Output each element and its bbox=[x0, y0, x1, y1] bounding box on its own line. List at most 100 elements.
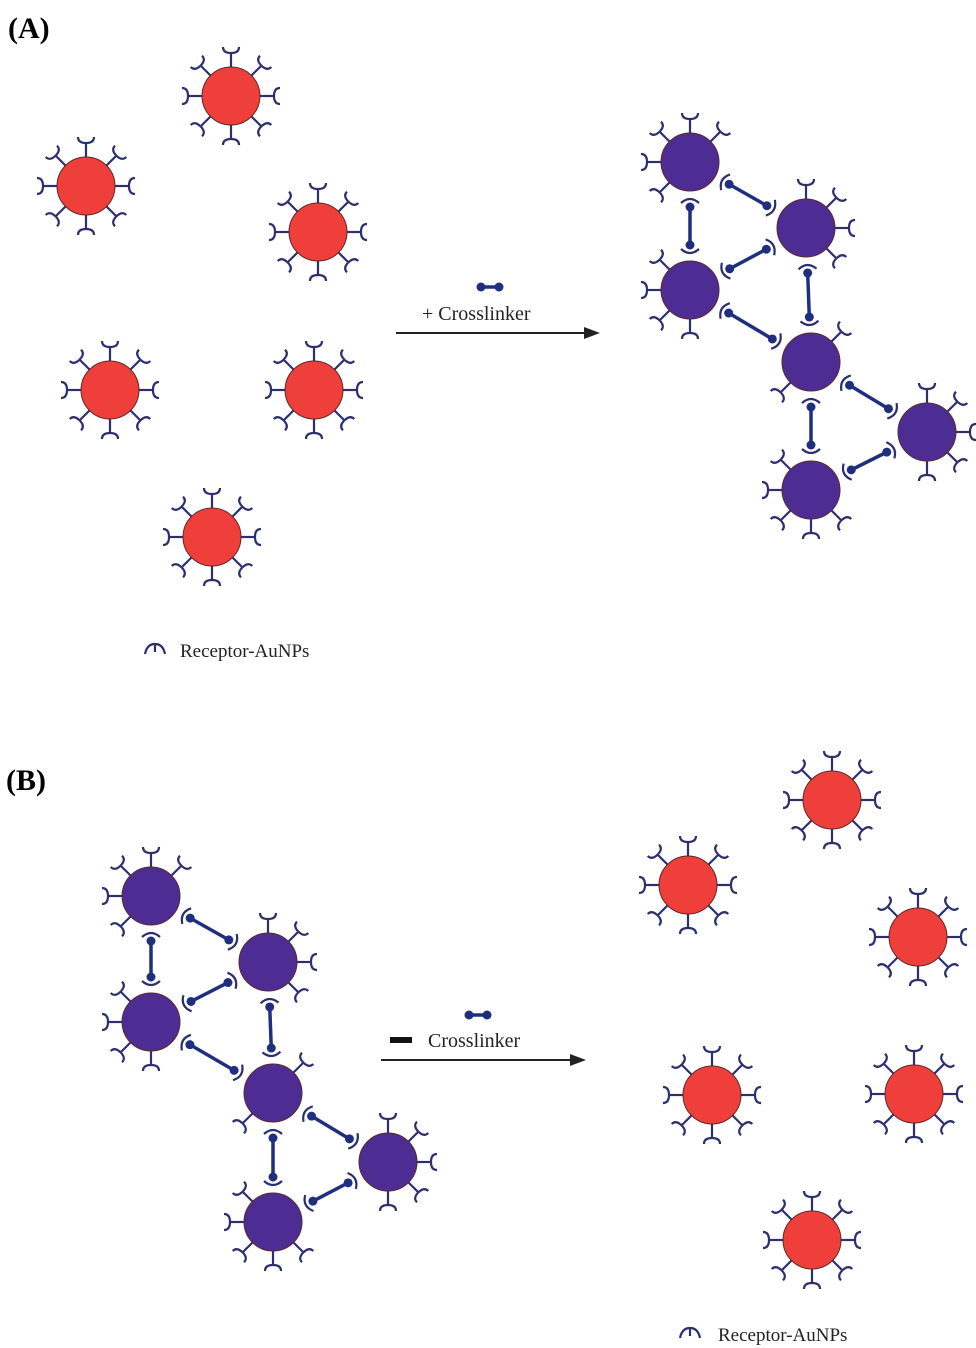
crosslinker-dumbbell-icon bbox=[303, 1171, 358, 1213]
receptor-y-icon bbox=[333, 409, 356, 432]
receptor-y-icon bbox=[831, 1259, 854, 1282]
receptor-y-icon bbox=[129, 348, 152, 371]
receptor-y-icon bbox=[287, 981, 310, 1004]
gold-nanoparticle-aggregated bbox=[761, 448, 853, 540]
receptor-y-icon bbox=[790, 819, 813, 842]
receptor-y-icon bbox=[162, 527, 183, 547]
receptor-y-icon bbox=[417, 1152, 438, 1172]
receptor-y-icon bbox=[170, 854, 193, 877]
panel-b-reaction-step: Crosslinker bbox=[381, 1010, 586, 1066]
receptor-y-icon bbox=[268, 222, 289, 242]
receptor-y-icon bbox=[851, 758, 874, 781]
receptor-y-icon bbox=[841, 1230, 862, 1250]
receptor-y-icon bbox=[109, 1041, 132, 1064]
receptor-y-icon bbox=[276, 190, 299, 213]
crosslinker-dumbbell-icon bbox=[141, 931, 161, 987]
crosslinker-dumbbell-icon bbox=[801, 397, 821, 455]
receptor-y-icon bbox=[822, 829, 842, 850]
receptor-y-icon bbox=[796, 178, 816, 199]
receptor-y-icon bbox=[680, 319, 700, 340]
gold-nanoparticle-dispersed bbox=[60, 340, 160, 440]
receptor-y-icon bbox=[731, 1053, 754, 1076]
receptor-y-icon bbox=[662, 1085, 683, 1105]
receptor-y-icon bbox=[648, 181, 671, 204]
receptor-y-icon bbox=[702, 1124, 722, 1145]
receptor-y-icon bbox=[678, 1326, 702, 1339]
receptor-y-icon bbox=[308, 261, 328, 282]
panel-a-dispersed-particles bbox=[36, 46, 368, 587]
receptor-y-icon bbox=[129, 409, 152, 432]
receptor-y-icon bbox=[189, 54, 212, 77]
receptor-y-icon bbox=[241, 527, 262, 547]
gold-nanoparticle-aggregated bbox=[231, 1051, 315, 1135]
receptor-y-icon bbox=[223, 1212, 244, 1232]
receptor-y-icon bbox=[292, 1241, 315, 1264]
receptor-y-icon bbox=[272, 409, 295, 432]
crosslinker-dumbbell-icon bbox=[263, 1128, 283, 1187]
receptor-y-icon bbox=[769, 448, 792, 471]
receptor-y-icon bbox=[802, 1269, 822, 1290]
crosslinker-dumbbell-icon bbox=[259, 997, 282, 1058]
receptor-y-icon bbox=[646, 904, 669, 927]
receptor-y-icon bbox=[76, 215, 96, 236]
gold-nanoparticle-dispersed bbox=[36, 136, 136, 236]
receptor-y-icon bbox=[105, 205, 128, 228]
panel-b-label: (B) bbox=[6, 764, 46, 797]
receptor-y-icon bbox=[202, 487, 222, 508]
receptor-y-icon bbox=[868, 927, 889, 947]
receptor-y-icon bbox=[937, 956, 960, 979]
receptor-y-icon bbox=[68, 348, 91, 371]
receptor-y-icon bbox=[202, 566, 222, 587]
receptor-y-icon bbox=[109, 854, 132, 877]
panel-a-legend-text: Receptor-AuNPs bbox=[180, 641, 309, 662]
receptor-y-icon bbox=[790, 758, 813, 781]
crosslinker-dumbbell-icon bbox=[680, 197, 700, 255]
receptor-y-icon bbox=[378, 1191, 398, 1212]
receptor-y-icon bbox=[407, 1120, 430, 1143]
receptor-y-icon bbox=[956, 422, 976, 442]
crosslinker-dumbbell-icon bbox=[180, 1033, 244, 1082]
receptor-y-icon bbox=[170, 495, 193, 518]
receptor-y-icon bbox=[822, 750, 842, 771]
receptor-y-icon bbox=[333, 348, 356, 371]
receptor-y-icon bbox=[702, 1045, 722, 1066]
receptor-y-icon bbox=[946, 451, 969, 474]
panel-b-aggregated-cluster bbox=[101, 846, 438, 1272]
panel-b-reaction-arrow bbox=[381, 1054, 586, 1066]
receptor-y-icon bbox=[231, 1180, 254, 1203]
receptor-y-icon bbox=[802, 1190, 822, 1211]
crosslinker-dumbbell-icon bbox=[464, 1010, 492, 1020]
receptor-y-icon bbox=[258, 912, 278, 933]
receptor-y-icon bbox=[731, 1114, 754, 1137]
gold-nanoparticle-aggregated bbox=[101, 846, 193, 938]
receptor-y-icon bbox=[181, 86, 202, 106]
receptor-y-icon bbox=[139, 380, 160, 400]
receptor-y-icon bbox=[876, 956, 899, 979]
panel-b-dispersed-particles bbox=[638, 750, 968, 1290]
receptor-y-icon bbox=[861, 790, 882, 810]
receptor-y-icon bbox=[250, 54, 273, 77]
receptor-y-icon bbox=[304, 419, 324, 440]
receptor-y-icon bbox=[646, 843, 669, 866]
receptor-y-icon bbox=[189, 115, 212, 138]
receptor-y-icon bbox=[101, 1012, 122, 1032]
receptor-y-icon bbox=[769, 381, 792, 404]
receptor-y-icon bbox=[943, 1084, 964, 1104]
receptor-y-icon bbox=[648, 309, 671, 332]
crosslinker-dumbbell-icon bbox=[840, 374, 898, 420]
receptor-y-icon bbox=[170, 556, 193, 579]
receptor-y-icon bbox=[231, 1241, 254, 1264]
receptor-y-icon bbox=[304, 340, 324, 361]
receptor-y-icon bbox=[904, 1123, 924, 1144]
panel-a-legend: Receptor-AuNPs bbox=[143, 641, 309, 662]
receptor-y-icon bbox=[264, 380, 285, 400]
receptor-y-icon bbox=[638, 875, 659, 895]
receptor-y-icon bbox=[825, 247, 848, 270]
receptor-y-icon bbox=[801, 519, 821, 540]
gold-nanoparticle-aggregated bbox=[223, 1180, 315, 1272]
receptor-y-icon bbox=[917, 382, 937, 403]
receptor-y-icon bbox=[648, 248, 671, 271]
crosslinker-dumbbell-icon bbox=[797, 263, 820, 327]
receptor-y-icon bbox=[221, 125, 241, 146]
gold-nanoparticle-dispersed bbox=[638, 835, 738, 935]
